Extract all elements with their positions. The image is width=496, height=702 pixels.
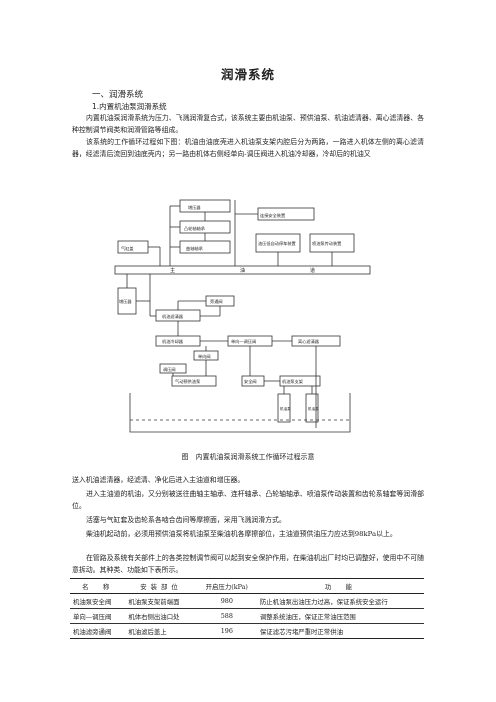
label-turbocharger-lower: 增压器 <box>119 298 132 305</box>
label-cylinder-head: 气缸盖 <box>121 245 134 251</box>
table-header-row: 名 称 安装部位 开启压力(kPa) 功 能 <box>70 578 424 594</box>
paragraph-main-gallery: 进入主油道的机油，又分别被送往曲轴主轴承、连杆轴承、凸轮轴轴承、喷油泵传动装置和… <box>72 490 424 510</box>
cell-pressure: 588 <box>196 608 257 624</box>
label-pump-bracket: 机油泵支架 <box>282 378 303 385</box>
paragraph-cycle: 该系统的工作循环过程如下图：机油由油底壳进入机油泵支架内腔后分为两路，一路进入机… <box>72 138 424 158</box>
cell-function: 保证滤芯污堵严重时正常供油 <box>256 623 424 639</box>
label-camshaft: 凸轮轴轴承 <box>184 225 206 232</box>
label-check-regulating: 单向—调压阀 <box>231 338 256 345</box>
cell-location: 机油滤后盖上 <box>125 623 197 639</box>
cell-function: 调整系统油压，保证正常油压范围 <box>256 608 424 624</box>
main-gallery-box <box>114 265 371 275</box>
subsection-heading: 1.内置机油泵润滑系统 <box>92 102 167 111</box>
cell-pressure: 980 <box>196 593 257 609</box>
header-pressure: 开启压力(kPa) <box>196 578 257 594</box>
label-centrifugal: 离心滤清器 <box>298 338 320 345</box>
label-injection-drive: 喷油泵传动装置 <box>312 240 341 247</box>
label-main-1: 主 <box>170 267 175 274</box>
lubrication-flow-diagram: 增压器 凸轮轴轴承 曲轴轴承 气缸盖 连接安全装置 油压低自动停车装置 喷油泵传… <box>114 199 371 433</box>
label-oil-cooler: 机油冷却器 <box>162 338 184 345</box>
label-crankshaft: 曲轴轴承 <box>186 245 204 252</box>
valve-spec-table: 名 称 安装部位 开启压力(kPa) 功 能 机油泵安全阀 机油泵支架前端面 9… <box>70 578 424 639</box>
paragraph-valves: 在管路及系统有关部件上的各类控制调节阀可以起到安全保护作用，在柴油机出厂时均已调… <box>72 554 424 574</box>
paragraph-presupply: 柴油机起动前，必须用预供油泵将机油泵至柴油机各摩擦部位，主油道预供油压力应达到9… <box>86 530 397 538</box>
label-regulating-valve: 调压阀 <box>163 366 176 373</box>
section-heading: 一、润滑系统 <box>92 90 144 100</box>
table-row: 机油泵安全阀 机油泵支架前端面 980 防止机油泵出油压力过高，保证系统安全运行 <box>70 593 424 609</box>
label-pre-supply: 气动预供油泵 <box>175 378 200 385</box>
paragraph-splash: 活塞与气缸套及齿轮系各啮合齿间等摩擦面，采用飞溅润滑方式。 <box>86 516 286 524</box>
label-oil-pump-1: 机油泵 <box>280 406 291 411</box>
label-check-valve: 单向阀 <box>198 353 211 360</box>
header-location: 安装部位 <box>125 578 197 594</box>
label-turbocharger: 增压器 <box>188 204 201 211</box>
cell-name: 机油泵安全阀 <box>70 593 126 609</box>
pre-supply-pump-box <box>171 375 217 387</box>
label-safety-device: 连接安全装置 <box>260 212 285 219</box>
cell-function: 防止机油泵出油压力过高，保证系统安全运行 <box>256 593 424 609</box>
cell-name: 机油滤旁通阀 <box>70 623 126 639</box>
paragraph-intro: 内置机油泵润滑系统为压力、飞溅润滑复合式，该系统主要由机油泵、预供油泵、机油滤清… <box>72 114 424 134</box>
label-oil-filter: 机油滤清器 <box>162 313 184 320</box>
oil-sump-outline <box>129 393 351 433</box>
label-oil-pump-2: 机油泵 <box>308 406 319 411</box>
label-main-2: 油 <box>240 267 245 274</box>
cell-location: 机体右侧出油口处 <box>125 608 197 624</box>
label-main-3: 道 <box>310 267 315 274</box>
label-safety-valve: 安全阀 <box>244 378 257 385</box>
header-name: 名 称 <box>70 578 126 594</box>
cell-pressure: 196 <box>196 623 257 639</box>
table-row: 单向—调压阀 机体右侧出油口处 588 调整系统油压，保证正常油压范围 <box>70 608 424 624</box>
label-low-pressure-stop: 油压低自动停车装置 <box>258 240 296 247</box>
cell-location: 机油泵支架前端面 <box>125 593 197 609</box>
table-row: 机油滤旁通阀 机油滤后盖上 196 保证滤芯污堵严重时正常供油 <box>70 623 424 639</box>
header-function: 功 能 <box>256 578 424 594</box>
label-bypass: 旁通阀 <box>210 298 223 305</box>
page-title: 润滑系统 <box>220 67 275 82</box>
figure-caption: 图 内置机油泵润滑系统工作循环过程示意 <box>181 453 315 461</box>
paragraph-continue: 送入机油滤清器，经滤清、净化后进入主油道和增压器。 <box>72 476 245 484</box>
cell-name: 单向—调压阀 <box>70 608 126 624</box>
